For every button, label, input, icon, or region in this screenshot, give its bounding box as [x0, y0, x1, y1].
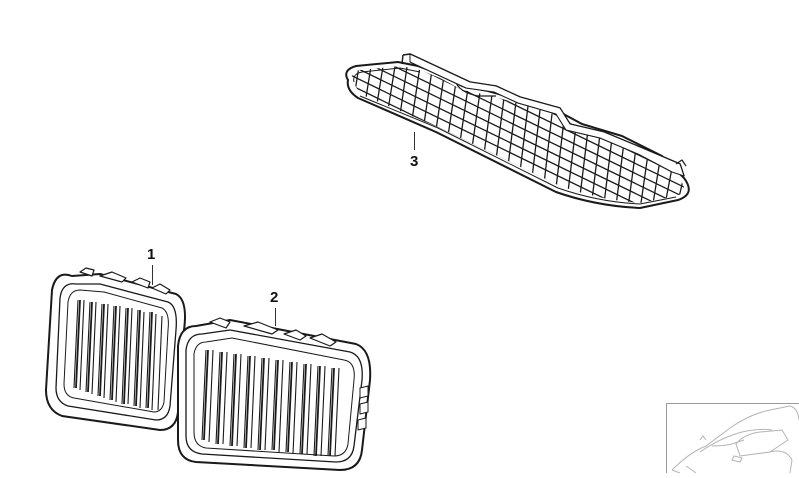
- callout-number-3: 3: [410, 154, 418, 169]
- part-2-right-kidney-grille[interactable]: [178, 318, 370, 470]
- part-3-grid[interactable]: [340, 0, 690, 280]
- leader-line-1: [152, 265, 153, 285]
- vehicle-thumbnail-frame[interactable]: [666, 403, 799, 473]
- callout-number-2: 2: [270, 290, 278, 305]
- part-1-left-kidney-grille[interactable]: [46, 268, 185, 430]
- callout-number-1: 1: [147, 247, 155, 262]
- leader-line-3: [414, 132, 415, 150]
- leader-line-2: [275, 308, 276, 326]
